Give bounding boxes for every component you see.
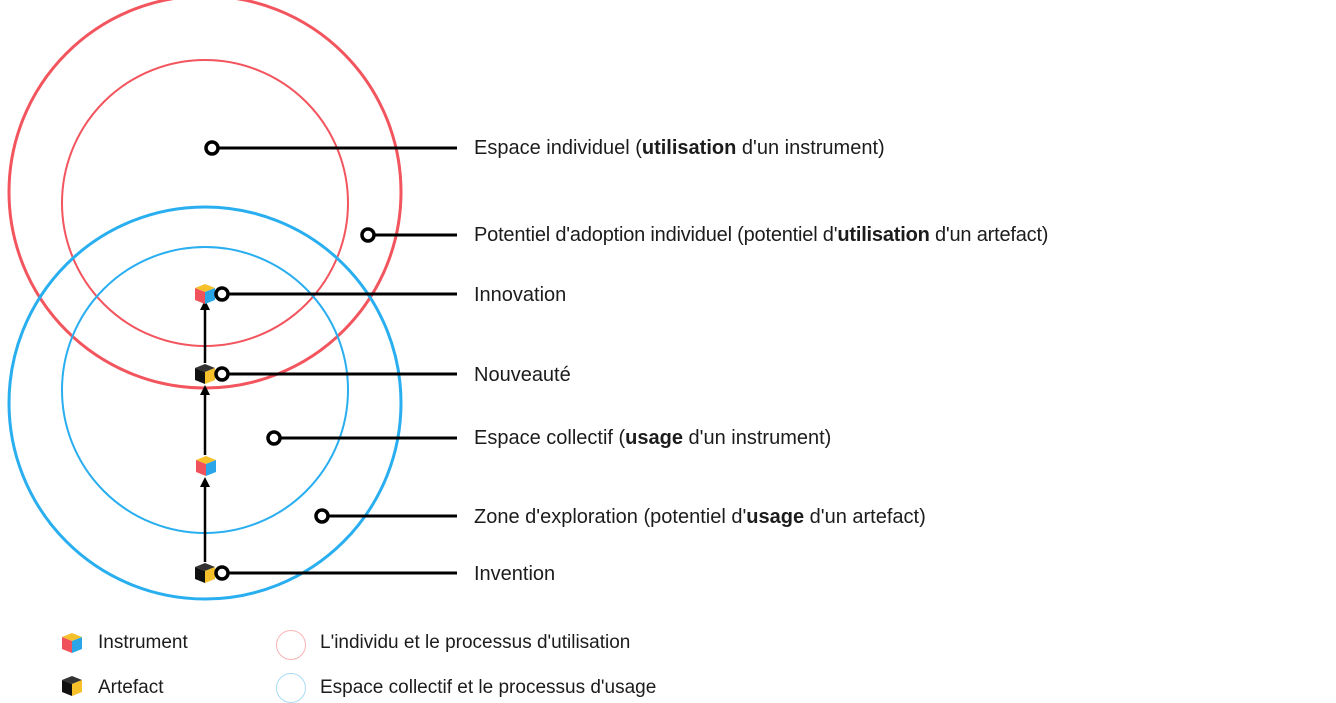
node-innovation (214, 286, 230, 302)
artefact-cube-icon (195, 364, 215, 384)
label-espace-individuel-pre: Espace individuel ( (474, 137, 642, 159)
artefact-cube-icon (195, 563, 215, 583)
label-zone-exploration: Zone d'exploration (potentiel d'usage d'… (474, 505, 926, 529)
label-espace-individuel-post: d'un instrument) (736, 137, 885, 159)
node-nouveaute (214, 366, 230, 382)
label-potentiel-adoption: Potentiel d'adoption individuel (potenti… (474, 223, 1048, 247)
instrument-cube-icon (195, 284, 215, 304)
legend-individu-label: L'individu et le processus d'utilisation (320, 632, 631, 653)
legend-artefact-label: Artefact (98, 677, 164, 698)
legend-collectif-label: Espace collectif et le processus d'usage (320, 677, 657, 698)
label-innovation: Innovation (474, 284, 567, 306)
node-zone-exploration (314, 508, 330, 524)
label-nouveaute: Nouveauté (474, 364, 571, 386)
label-espace-collectif-bold: usage (625, 427, 683, 449)
label-zone-exploration-post: d'un artefact) (804, 506, 926, 528)
node-espace-individuel (204, 140, 220, 156)
node-espace-collectif (266, 430, 282, 446)
legend-individual-circle-icon (276, 630, 306, 660)
label-potentiel-adoption-bold: utilisation (837, 224, 930, 246)
collective-outer-circle (7, 205, 403, 601)
legend-collective-circle-icon (276, 673, 306, 703)
label-zone-exploration-pre: Zone d'exploration (potentiel d' (474, 506, 747, 528)
label-espace-individuel: Espace individuel (utilisation d'un inst… (474, 136, 885, 160)
node-potentiel-adoption (360, 227, 376, 243)
label-espace-collectif-pre: Espace collectif ( (474, 427, 626, 449)
legend-instrument-label: Instrument (98, 632, 188, 653)
label-potentiel-adoption-pre: Potentiel d'adoption individuel (potenti… (474, 224, 838, 246)
legend-artefact-cube-icon (62, 676, 82, 696)
label-espace-collectif: Espace collectif (usage d'un instrument) (474, 426, 831, 450)
label-invention: Invention (474, 563, 556, 585)
label-zone-exploration-bold: usage (746, 506, 805, 528)
instrument-cube-icon (196, 456, 216, 476)
label-espace-collectif-post: d'un instrument) (682, 427, 832, 449)
label-espace-individuel-bold: utilisation (641, 137, 737, 159)
node-invention (214, 565, 230, 581)
label-potentiel-adoption-post: d'un artefact) (929, 224, 1049, 246)
legend-instrument-cube-icon (62, 633, 82, 653)
